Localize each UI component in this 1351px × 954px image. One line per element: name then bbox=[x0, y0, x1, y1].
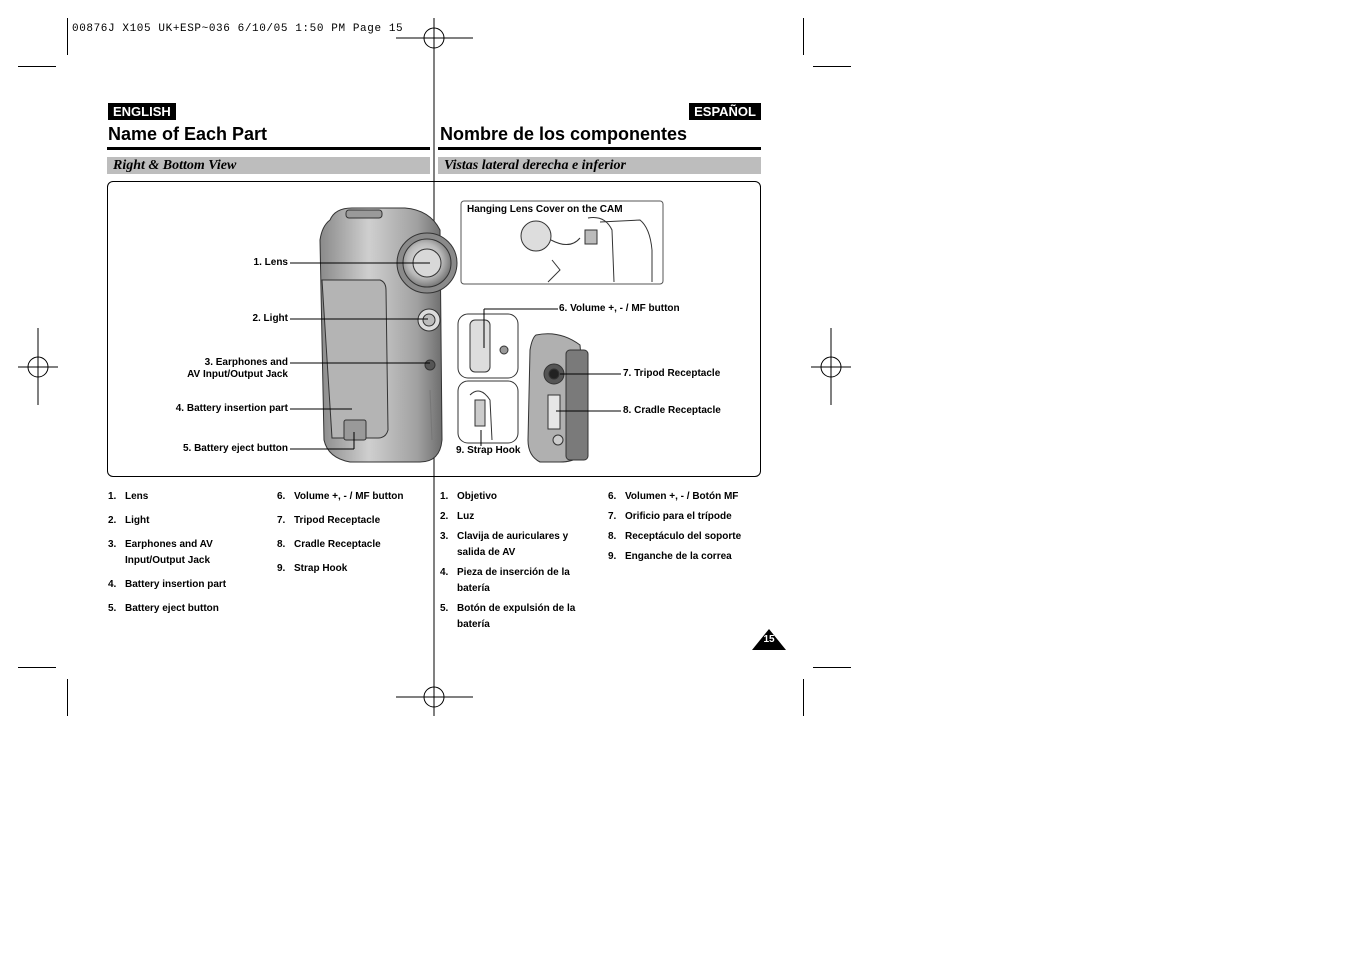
callout-jack-line2: AV Input/Output Jack bbox=[187, 369, 288, 380]
spanish-parts-list-col1: 1.Objetivo 2.Luz 3.Clavija de auriculare… bbox=[440, 489, 590, 637]
callout-light: 2. Light bbox=[252, 313, 288, 324]
list-item: 5.Botón de expulsión de la batería bbox=[440, 603, 576, 630]
list-item: 2.Luz bbox=[440, 511, 475, 522]
english-parts-list-col2: 6.Volume +, - / MF button 7.Tripod Recep… bbox=[277, 489, 432, 585]
list-item: 9.Strap Hook bbox=[277, 563, 348, 574]
english-badge: ENGLISH bbox=[108, 103, 176, 120]
callout-jack-line1: 3. Earphones and bbox=[204, 357, 288, 368]
spanish-badge: ESPAÑOL bbox=[689, 103, 761, 120]
list-item: 6.Volumen +, - / Botón MF bbox=[608, 491, 739, 502]
english-rule bbox=[107, 147, 430, 150]
list-item: 6.Volume +, - / MF button bbox=[277, 491, 404, 502]
crop-mark bbox=[803, 679, 804, 716]
list-item: 7.Orificio para el trípode bbox=[608, 511, 732, 522]
list-item: 7.Tripod Receptacle bbox=[277, 515, 381, 526]
page-number: 15 bbox=[763, 634, 775, 645]
inset-title: Hanging Lens Cover on the CAM bbox=[467, 204, 623, 215]
bottom-view bbox=[527, 333, 589, 463]
crop-mark bbox=[67, 679, 68, 716]
callout-strap: 9. Strap Hook bbox=[456, 445, 521, 456]
page-number-triangle bbox=[752, 629, 786, 650]
figure-frame bbox=[107, 181, 761, 477]
callout-lens: 1. Lens bbox=[253, 257, 288, 268]
english-parts-list-col1: 1.Lens 2.Light 3.Earphones and AV Input/… bbox=[108, 489, 258, 625]
callout-tripod: 7. Tripod Receptacle bbox=[623, 368, 721, 379]
crop-mark bbox=[813, 667, 851, 668]
list-item: 8.Receptáculo del soporte bbox=[608, 531, 742, 542]
callout-battery-insertion: 4. Battery insertion part bbox=[175, 403, 288, 414]
list-item: 9.Enganche de la correa bbox=[608, 551, 732, 562]
spanish-subtitle: Vistas lateral derecha e inferior bbox=[438, 157, 761, 174]
list-item: 1.Lens bbox=[108, 491, 149, 502]
callout-battery-eject: 5. Battery eject button bbox=[182, 443, 288, 454]
crop-mark bbox=[803, 18, 804, 55]
list-item: 3.Clavija de auriculares y salida de AV bbox=[440, 531, 569, 558]
spanish-parts-list-col2: 6.Volumen +, - / Botón MF 7.Orificio par… bbox=[608, 489, 763, 569]
print-info: 00876J X105 UK+ESP~036 6/10/05 1:50 PM P… bbox=[72, 23, 404, 35]
list-item: 5.Battery eject button bbox=[108, 603, 219, 614]
english-subtitle: Right & Bottom View bbox=[107, 157, 430, 174]
crop-mark bbox=[813, 66, 851, 67]
list-item: 8.Cradle Receptacle bbox=[277, 539, 381, 550]
side-detail-insets bbox=[457, 313, 519, 444]
list-item: 2.Light bbox=[108, 515, 150, 526]
callout-volume: 6. Volume +, - / MF button bbox=[559, 303, 680, 314]
list-item: 4.Battery insertion part bbox=[108, 579, 227, 590]
callout-cradle: 8. Cradle Receptacle bbox=[623, 405, 721, 416]
list-item: 4.Pieza de inserción de la batería bbox=[440, 567, 570, 594]
english-title: Name of Each Part bbox=[108, 124, 268, 144]
crop-mark bbox=[18, 66, 56, 67]
crop-mark bbox=[67, 18, 68, 55]
crop-mark bbox=[18, 667, 56, 668]
list-item: 1.Objetivo bbox=[440, 491, 498, 502]
list-item: 3.Earphones and AV Input/Output Jack bbox=[108, 539, 213, 566]
spanish-rule bbox=[438, 147, 761, 150]
spanish-title: Nombre de los componentes bbox=[440, 124, 688, 144]
lens-cover-inset bbox=[460, 200, 664, 285]
camcorder-body bbox=[319, 207, 458, 463]
